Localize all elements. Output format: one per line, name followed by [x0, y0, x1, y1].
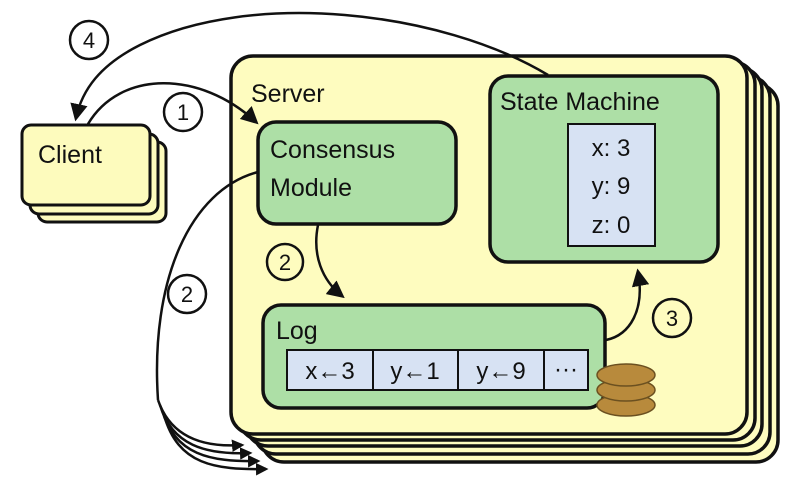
state-entry: x: 3: [592, 135, 631, 162]
step-badge-3: 3: [651, 297, 693, 339]
log-entry-cell: [457, 349, 545, 391]
state-table: [567, 123, 656, 247]
consensus-module-label-line1: Consensus: [270, 136, 395, 164]
log-label: Log: [276, 317, 318, 345]
step-number: 2: [181, 282, 193, 307]
log-entry: y←9: [476, 358, 525, 385]
server-label: Server: [251, 80, 325, 108]
arrow-step3-log-to-statemachine: [605, 268, 650, 342]
log-entry: y←1: [390, 358, 439, 385]
client-label: Client: [38, 141, 102, 169]
step-number: 2: [279, 250, 291, 275]
arrow-step2-replicate-server-4: [162, 414, 269, 476]
consensus-module-label-line2: Module: [270, 174, 352, 202]
log-entry-cell: [286, 349, 374, 391]
log-entry: ···: [554, 356, 578, 383]
step-badge-1: 1: [162, 91, 204, 133]
state-entry: z: 0: [592, 212, 631, 239]
step-badge-2-external: 2: [166, 273, 208, 315]
client-box: [20, 123, 152, 207]
state-machine: State Machine x: 3 y: 9 z: 0: [488, 74, 720, 264]
step-badges: 4 1 2 2 3: [68, 19, 693, 339]
disk-storage-icon: [596, 363, 656, 417]
log: Log x←3 y←1 y←9 ···: [261, 303, 607, 410]
log-entry-cell: [543, 349, 589, 391]
step-number: 3: [666, 306, 678, 331]
log-entries: x←3 y←1 y←9 ···: [286, 349, 589, 391]
arrow-step1-client-to-consensus: [86, 82, 259, 125]
step-badge-2-internal: 2: [265, 242, 305, 282]
step-number: 4: [83, 28, 95, 53]
state-machine-label: State Machine: [500, 88, 660, 116]
log-entry-cell: [372, 349, 459, 391]
arrow-step2-replicate-main: [155, 170, 259, 401]
arrow-step4-statemachine-to-client: [70, 11, 549, 122]
step-badge-4: 4: [68, 19, 110, 61]
arrow-step2-consensus-to-log: [315, 224, 345, 299]
step-number: 1: [177, 100, 189, 125]
state-entry: y: 9: [592, 173, 631, 200]
arrows: [70, 11, 650, 476]
client-stack: Client: [20, 123, 168, 224]
consensus-module: Consensus Module: [256, 120, 458, 226]
log-entry: x←3: [305, 358, 354, 385]
